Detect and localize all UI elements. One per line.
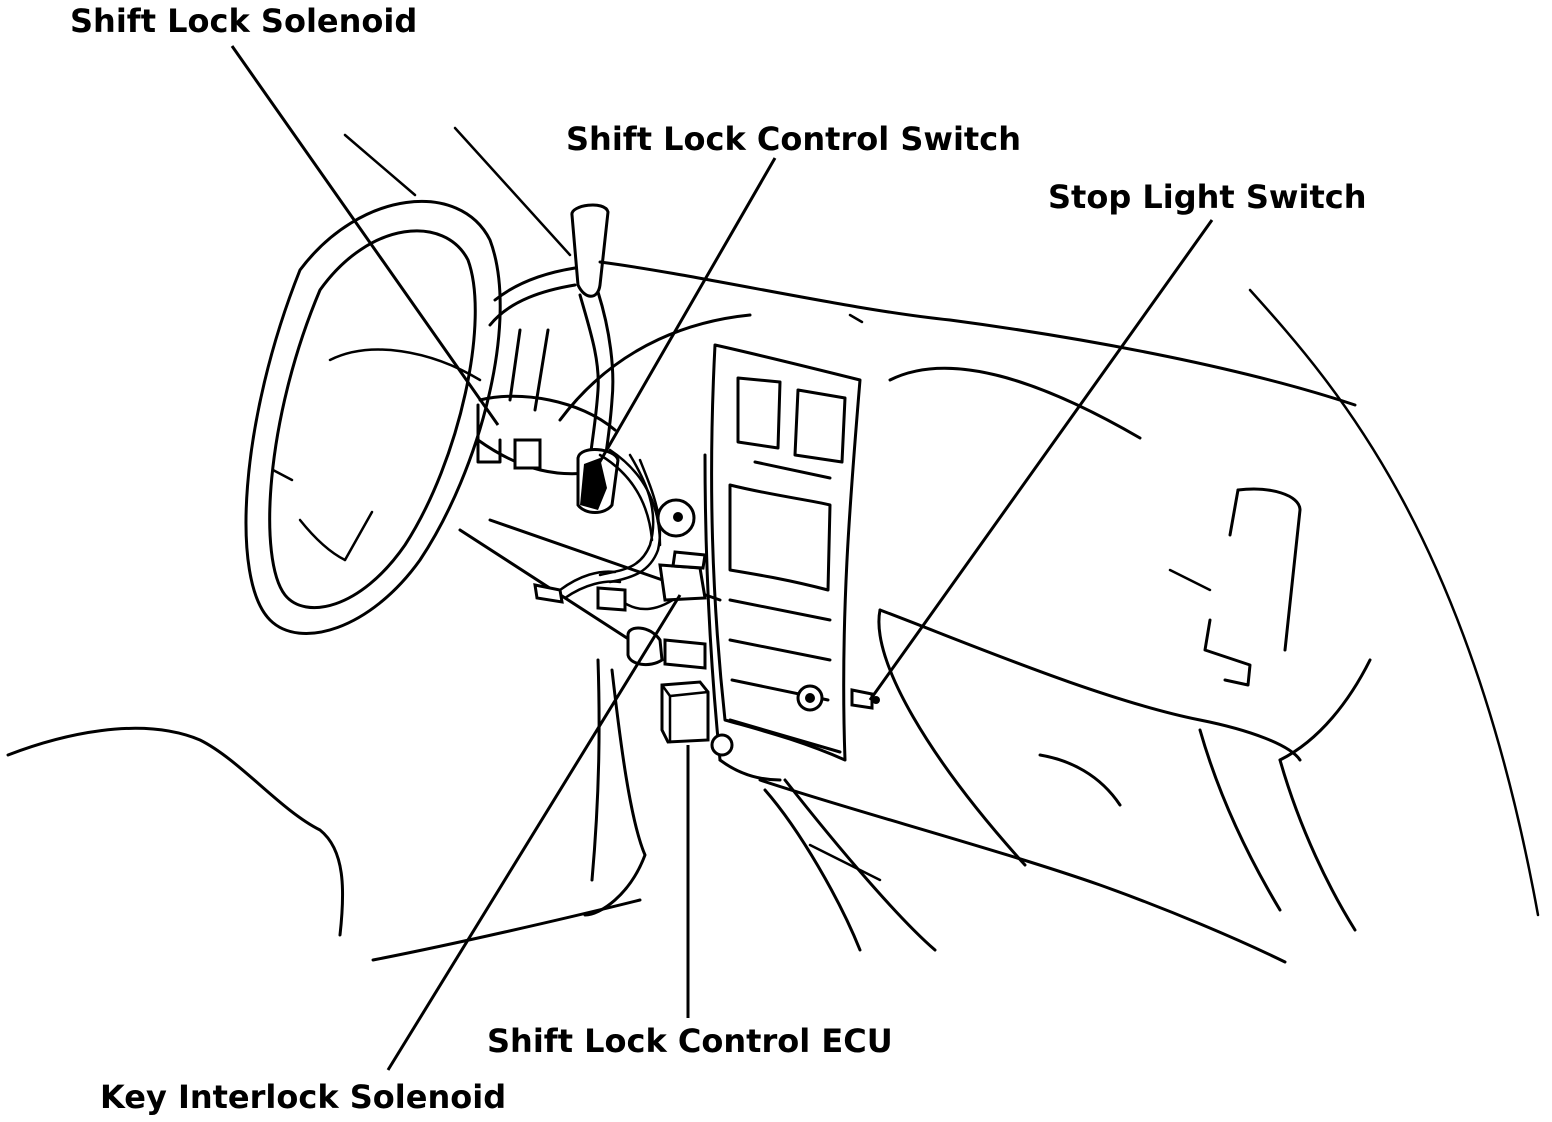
leader-shift-lock-solenoid — [230, 45, 500, 426]
center-stack — [703, 343, 862, 762]
label-shift-lock-solenoid: Shift Lock Solenoid — [70, 2, 417, 40]
label-stop-light-switch: Stop Light Switch — [1048, 178, 1366, 216]
label-shift-lock-control-ecu: Shift Lock Control ECU — [487, 1022, 893, 1060]
leader-key-interlock-solenoid — [386, 594, 682, 1071]
label-shift-lock-control-switch: Shift Lock Control Switch — [566, 120, 1021, 158]
callout-labels: Shift Lock Solenoid Shift Lock Control S… — [70, 2, 1366, 1116]
label-key-interlock-solenoid: Key Interlock Solenoid — [100, 1078, 506, 1116]
lower-dash — [371, 658, 1287, 964]
leader-lines — [230, 45, 1214, 1071]
components — [533, 458, 880, 757]
leader-stop-light-switch — [868, 219, 1214, 701]
passenger-dash — [877, 487, 1372, 932]
seat-outline — [6, 726, 345, 937]
steering-column — [458, 266, 722, 642]
steering-wheel — [244, 199, 502, 635]
dashboard-artwork — [6, 126, 1540, 964]
leader-shift-lock-control-switch — [596, 157, 777, 466]
dashboard-top — [343, 126, 1540, 917]
